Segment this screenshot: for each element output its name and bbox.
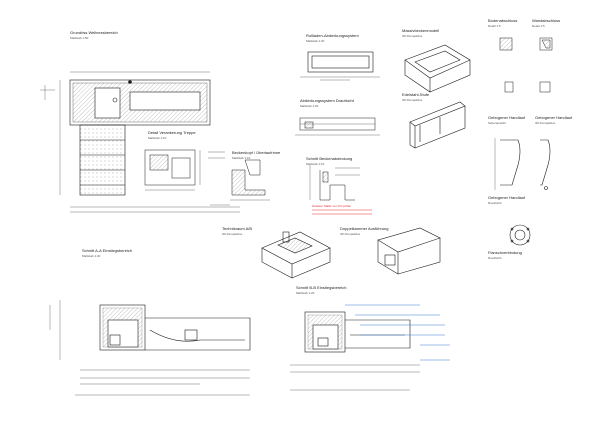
panel-subtitle-abdeckung: Maßstab 1:20: [306, 39, 325, 43]
blue-annotation-lines: [345, 304, 450, 361]
panel-subtitle-begrenzung2: Detail 1:5: [532, 24, 545, 28]
flansch-detail: [509, 224, 531, 246]
panel-subtitle-technik2: 3D Perspektive: [340, 232, 361, 236]
rollladen-schnitt: [295, 117, 380, 136]
rollladen-plan: [300, 51, 380, 81]
panel-title-handlauf3: Gebogener Handlauf: [488, 195, 526, 200]
schnitt-bb: [290, 311, 420, 391]
panel-title-handlauf1: Gebogener Handlauf: [488, 115, 526, 120]
panel-title-detail2: Beckenkopf / Überlaufrinne: [232, 150, 281, 155]
bodenabschluss-detail: [499, 37, 553, 93]
red-note: Hinweis: Maße vor Ort prüfen: [312, 204, 352, 208]
detail-beckenkopf: [210, 159, 270, 206]
panel-title-perspektive2: Edelstahl-Stufe: [402, 92, 430, 97]
panel-subtitle-schnittAA: Maßstab 1:20: [82, 254, 101, 258]
perspektive-becken: [404, 44, 471, 93]
panel-title-abdeckung2: Abdeckungssystem Draufsicht: [300, 98, 354, 103]
panel-title-grundriss: Grundriss Wellnessbereich: [70, 30, 118, 35]
schnitt-abdeckung: [309, 165, 360, 201]
panel-subtitle-technik1: 3D Perspektive: [222, 232, 243, 236]
panel-title-begrenzung2: Wandabschluss: [532, 18, 561, 23]
panel-subtitle-abdeckung2: Maßstab 1:20: [300, 104, 319, 108]
panel-subtitle-perspektive1: 3D Perspektive: [402, 34, 423, 38]
panel-title-begrenzung1: Bodenabschluss: [488, 18, 518, 23]
panel-subtitle-handlauf2: 3D Perspektive: [535, 121, 556, 125]
technik-perspektive1: [261, 231, 331, 279]
panel-title-detail1: Detail Verankerung Treppe: [148, 130, 196, 135]
panel-subtitle-detail1: Maßstab 1:10: [148, 136, 167, 140]
handlauf-detail: [494, 138, 551, 190]
panel-subtitle-flansch: Draufsicht: [488, 256, 502, 260]
panel-subtitle-detail2: Maßstab 1:10: [232, 156, 251, 160]
panel-title-technik2: Doppelkammer Ausführung: [340, 226, 389, 231]
schnitt-aa: [49, 300, 251, 396]
grundriss-plan: [40, 71, 240, 213]
technik-perspektive2: [377, 227, 441, 275]
panel-subtitle-begrenzung1: Detail 1:5: [488, 24, 501, 28]
panel-subtitle-schnittBB: Maßstab 1:20: [296, 291, 315, 295]
perspektive-stufe: [409, 101, 466, 149]
panel-subtitle-grundriss: Maßstab 1:50: [70, 36, 89, 40]
panel-title-handlauf2: Gebogener Handlauf: [535, 115, 573, 120]
detail-verankerung: [144, 149, 225, 191]
panel-title-schnittBB: Schnitt B-B Einstiegsbereich: [296, 285, 347, 290]
panel-subtitle-handlauf3: Draufsicht: [488, 201, 502, 205]
panel-title-technik1: Technikraum A/B: [222, 226, 253, 231]
panel-subtitle-schnittA: Maßstab 1:10: [306, 162, 325, 166]
panel-title-schnittA: Schnitt Beckenabdeckung: [306, 156, 353, 161]
red-note-lines: [312, 209, 372, 215]
panel-subtitle-perspektive2: 3D Perspektive: [402, 98, 423, 102]
panel-title-schnittAA: Schnitt A-A Einstiegsbereich: [82, 248, 133, 253]
panel-title-perspektive1: Massivbeckenmodell: [402, 28, 440, 33]
panel-title-flansch: Flanschverbindung: [488, 250, 522, 255]
panel-title-abdeckung: Rollladen-Abdeckungssystem: [306, 33, 359, 38]
panel-subtitle-handlauf1: Seitenansicht: [488, 121, 507, 125]
